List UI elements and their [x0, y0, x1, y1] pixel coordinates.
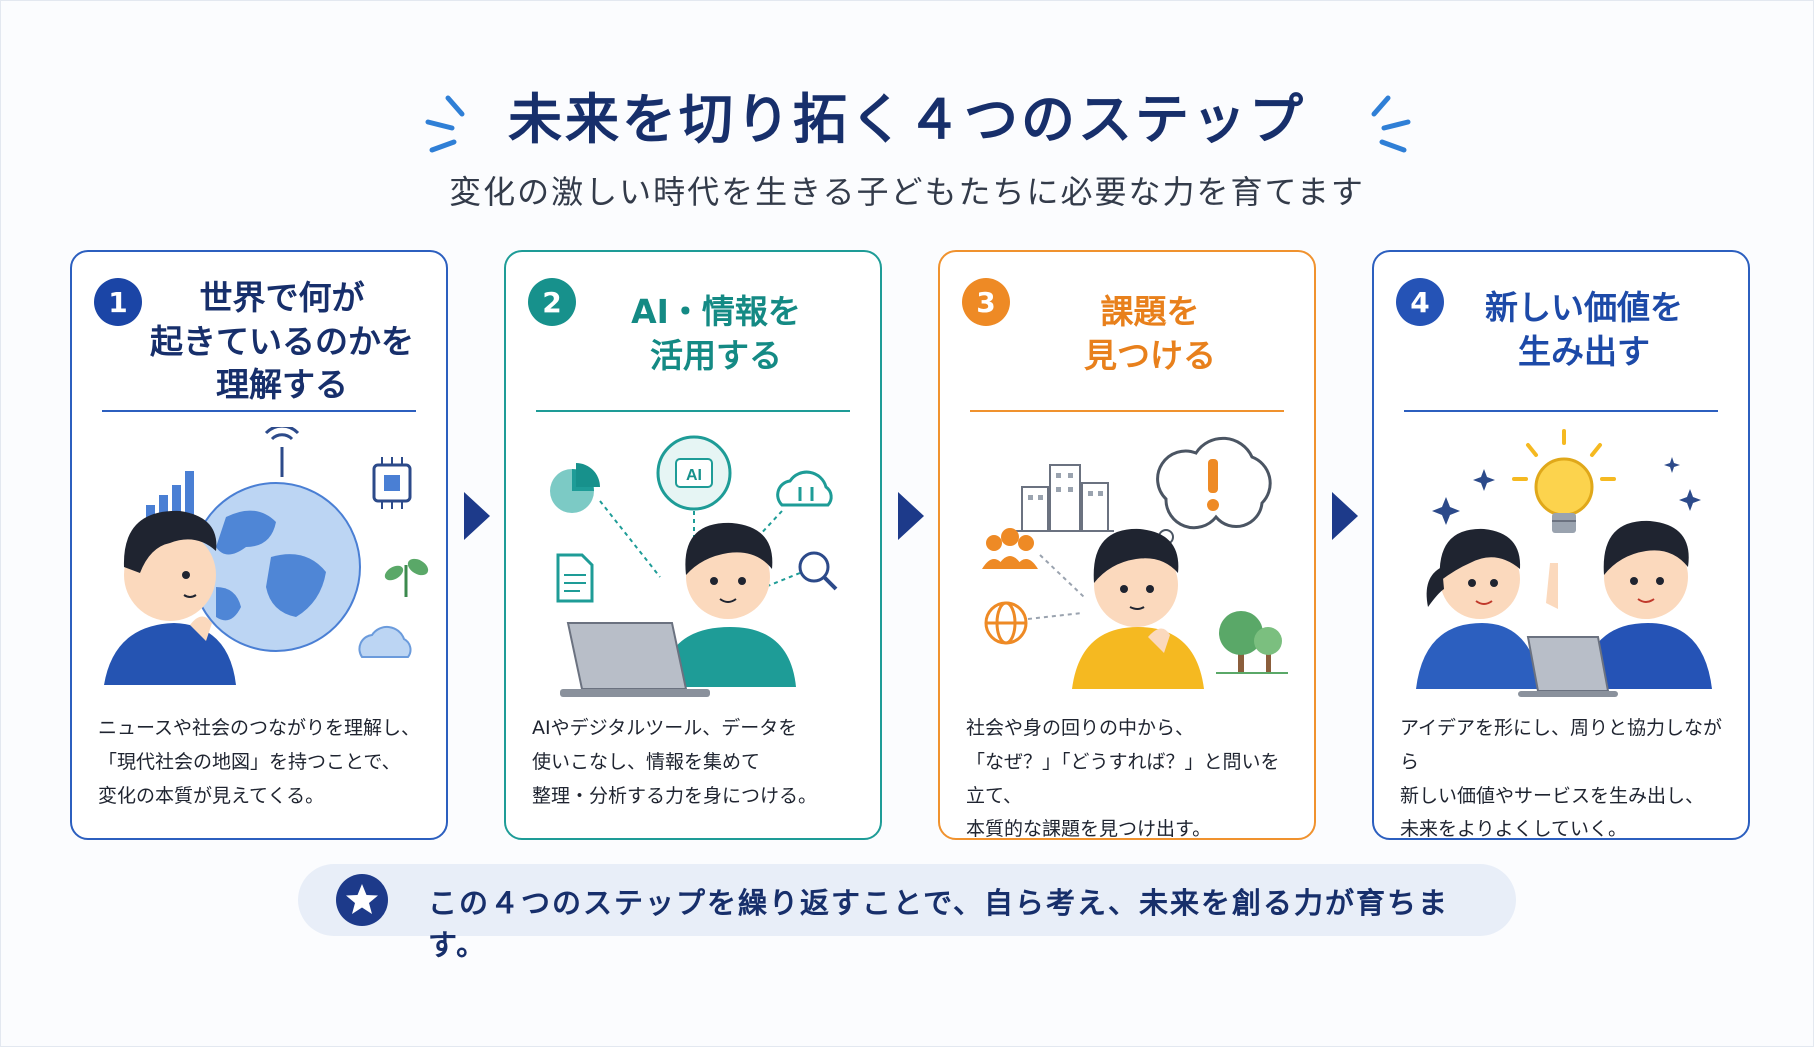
summary-text: この４つのステップを繰り返すことで、自ら考え、未来を創る力が育ちます。: [428, 886, 1449, 962]
laptop-boy: [560, 522, 796, 697]
divider: [970, 410, 1284, 412]
girl-and-boy-with-laptop: [1416, 520, 1712, 697]
buildings-icon: [1014, 464, 1114, 532]
step-number-badge: 3: [962, 278, 1010, 326]
pie-chart-icon: [550, 463, 600, 513]
globe-grid-icon: [984, 601, 1028, 645]
step-1-illustration: [104, 427, 429, 685]
step-description: 社会や身の回りの中から、 「なぜ？」「どうすれば？」と問いを立て、 本質的な課題…: [966, 717, 1280, 841]
svg-text:AI: AI: [686, 467, 702, 484]
step-3-illustration: [982, 436, 1288, 689]
cloud-sync-icon: [776, 470, 833, 507]
cloud-icon: [358, 625, 412, 658]
arrow-right-icon: [464, 492, 490, 540]
step-title: 課題を 見つける: [1084, 292, 1216, 375]
divider: [1404, 410, 1718, 412]
thought-bubble-exclamation-icon: [1149, 436, 1272, 558]
step-title: 世界で何が 起きているのかを 理解する: [150, 278, 414, 405]
sparkle-lines-right-icon: [1371, 95, 1411, 153]
step-description: アイデアを形にし、周りと協力しながら 新しい価値やサービスを生み出し、 未来をよ…: [1400, 717, 1723, 841]
page-subtitle: 変化の激しい時代を生きる子どもたちに必要な力を育てます: [449, 172, 1365, 211]
document-icon: [556, 553, 594, 603]
trees-icon: [1216, 611, 1288, 674]
step-description: ニュースや社会のつながりを理解し、 「現代社会の地図」を持つことで、 変化の本質…: [98, 717, 421, 807]
globe-icon: [191, 482, 361, 652]
step-description: AIやデジタルツール、データを 使いこなし、情報を集めて 整理・分析する力を身に…: [532, 717, 818, 807]
magnifier-icon: [798, 551, 838, 591]
summary-banner: この４つのステップを繰り返すことで、自ら考え、未来を創る力が育ちます。: [298, 864, 1516, 962]
ai-brain-icon: AI: [656, 435, 732, 511]
step-card-1: 1 世界で何が 起きているのかを 理解する: [70, 250, 448, 840]
thinking-boy: [1072, 528, 1204, 689]
divider: [536, 410, 850, 412]
header: 未来を切り拓く４つのステップ 変化の激しい時代を生きる子どもたちに必要な力を育て…: [0, 88, 1814, 213]
lightbulb-icon: [1512, 429, 1616, 533]
step-2-illustration: AI: [550, 435, 838, 697]
sparkle-icon: [1432, 457, 1701, 525]
page-title: 未来を切り拓く４つのステップ: [508, 88, 1306, 151]
step-number-badge: 1: [94, 278, 142, 326]
arrow-right-icon: [1332, 492, 1358, 540]
step-card-4: 4 新しい価値を 生み出す: [1372, 250, 1750, 840]
divider: [102, 410, 416, 412]
antenna-icon: [264, 427, 300, 477]
sprout-icon: [384, 558, 429, 597]
star-icon: [336, 874, 388, 926]
thinking-boy: [104, 510, 236, 685]
arrow-right-icon: [898, 492, 924, 540]
step-card-3: 3 課題を 見つける: [938, 250, 1316, 840]
step-title: 新しい価値を 生み出す: [1485, 288, 1683, 371]
step-4-illustration: [1416, 429, 1712, 697]
step-card-2: 2 AI・情報を 活用する AI: [504, 250, 882, 840]
step-number-badge: 2: [528, 278, 576, 326]
step-title: AI・情報を 活用する: [631, 292, 801, 375]
chip-icon: [372, 457, 412, 509]
step-number-badge: 4: [1396, 278, 1444, 326]
people-group-icon: [982, 528, 1038, 569]
sparkle-lines-left-icon: [425, 95, 465, 153]
